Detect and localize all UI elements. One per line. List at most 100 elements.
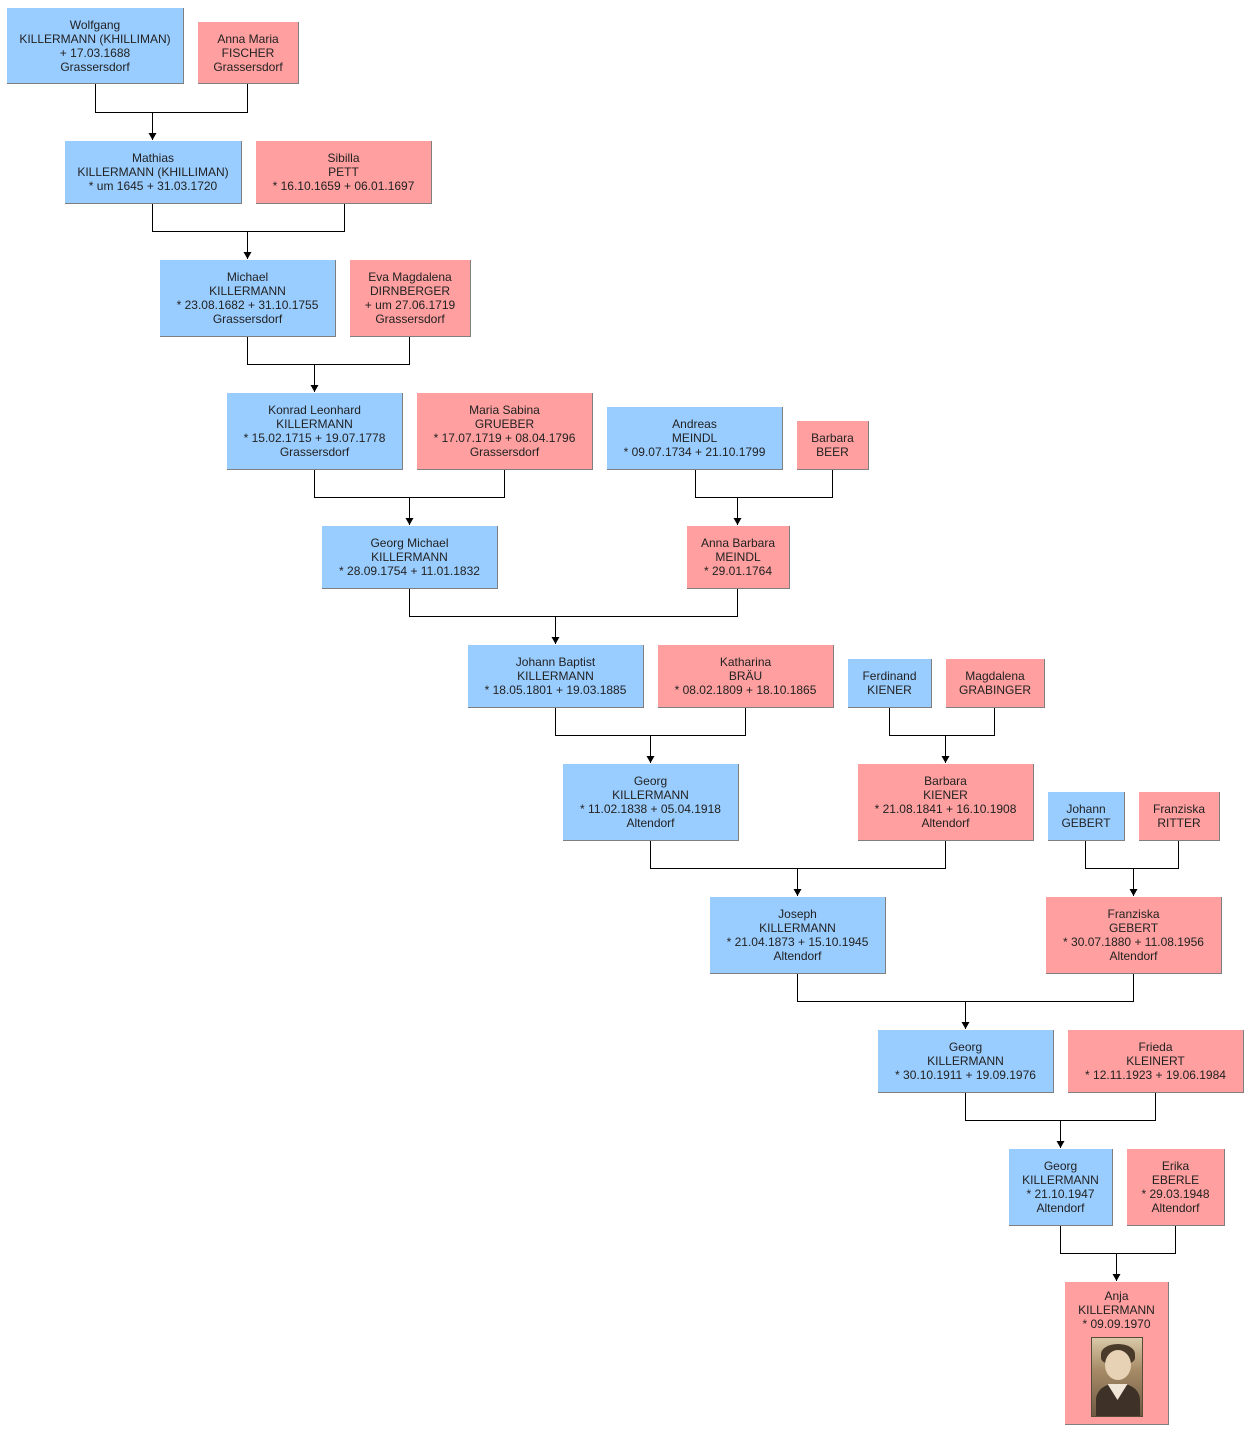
couple-connector [152,204,345,232]
person-line: Grassersdorf [469,445,540,459]
person-line: Barbara [924,774,967,788]
person-line: * 29.01.1764 [703,564,773,578]
person-line: Georg Michael [370,536,449,550]
person-line: BRÄU [728,669,763,683]
person-line: Altendorf [921,816,970,830]
person-line: Altendorf [1109,949,1158,963]
person-line: Franziska [1107,907,1160,921]
person-line: Anna Barbara [700,536,776,550]
person-line: MEINDL [671,431,718,445]
person-line: KILLERMANN [612,788,689,802]
person-line: GEBERT [1061,816,1111,830]
couple-connector [409,589,738,617]
person-line: Frieda [1138,1040,1173,1054]
couple-connector [889,708,995,736]
person-line: PETT [328,165,359,179]
person-line: Sibilla [327,151,360,165]
person-line: KLEINERT [1126,1054,1185,1068]
person-line: DIRNBERGER [369,284,450,298]
person-line: * 30.07.1880 + 11.08.1956 [1063,935,1204,949]
person-line: Georg [633,774,668,788]
person-line: * 29.03.1948 [1141,1187,1210,1201]
person-line: Grassersdorf [213,59,283,74]
person-line: Anja [1104,1289,1129,1303]
person-line: Altendorf [1151,1201,1200,1215]
person-line: Altendorf [626,816,675,830]
couple-connector [695,470,833,498]
person-line: Barbara [811,431,854,445]
person-line: Wolfgang [69,17,121,32]
person-line: GRABINGER [958,683,1031,697]
person-line: Mathias [131,151,175,165]
person-line: Michael [226,270,269,284]
person-line: Joseph [778,907,817,921]
couple-connector [555,708,746,736]
person-line: * 28.09.1754 + 11.01.1832 [339,564,480,578]
couple-connector [314,470,505,498]
person-line: Ferdinand [862,669,917,683]
person-line: Johann Baptist [515,655,596,669]
person-line: Anna Maria [217,31,279,46]
couple-connector [797,974,1134,1002]
couple-connector [965,1093,1156,1121]
person-line: Johann [1066,802,1106,816]
person-line: * 30.10.1911 + 19.09.1976 [895,1068,1036,1082]
person-line: KIENER [867,683,912,697]
person-line: KILLERMANN [517,669,594,683]
person-line: * um 1645 + 31.03.1720 [88,179,218,193]
person-line: * 12.11.1923 + 19.06.1984 [1085,1068,1226,1082]
person-line: MEINDL [715,550,761,564]
person-line: KILLERMANN [371,550,448,564]
person-line: Katharina [719,655,772,669]
person-line: Altendorf [1036,1201,1085,1215]
person-line: + um 27.06.1719 [364,298,456,312]
person-line: * 16.10.1659 + 06.01.1697 [272,179,415,193]
person-line: Eva Magdalena [368,270,452,284]
person-line: GRUEBER [474,417,535,431]
person-line: Erika [1161,1159,1190,1173]
person-line: Magdalena [965,669,1025,683]
person-line: Grassersdorf [212,312,283,326]
person-line: Maria Sabina [469,403,540,417]
couple-connector [650,841,946,869]
person-line: RITTER [1157,816,1201,830]
person-line: + 17.03.1688 [59,45,131,60]
couple-connector [95,84,248,113]
person-line: KILLERMANN [276,417,353,431]
person-line: KIENER [923,788,968,802]
person-line: Franziska [1152,802,1205,816]
couple-connector [1085,841,1179,869]
person-line: KILLERMANN (KHILLIMAN) [19,31,171,46]
person-line: * 08.02.1809 + 18.10.1865 [674,683,817,697]
person-line: FISCHER [221,45,275,60]
person-line: KILLERMANN [209,284,286,298]
person-line: * 09.07.1734 + 21.10.1799 [623,445,766,459]
